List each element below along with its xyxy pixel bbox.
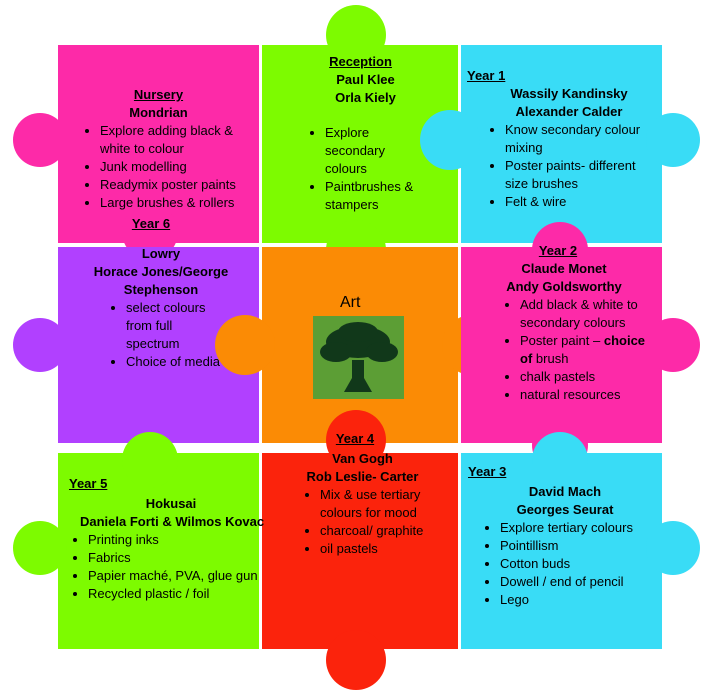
nursery-list: Explore adding black & white to colour J… xyxy=(66,122,256,212)
list-item: Explore secondary colours xyxy=(325,124,425,178)
piece-year2-tab xyxy=(646,318,700,372)
year5-panel: Year 5 Hokusai Daniela Forti & Wilmos Ko… xyxy=(66,475,265,603)
year6-artist: Horace Jones/George xyxy=(93,264,229,279)
year4-artist: Rob Leslie- Carter xyxy=(306,469,419,484)
list-item-text: brush xyxy=(535,351,569,366)
list-item: oil pastels xyxy=(320,540,430,558)
nursery-panel: Nursery Mondrian Explore adding black & … xyxy=(66,86,256,212)
year2-artist: Andy Goldsworthy xyxy=(506,279,622,294)
list-item: Poster paint – choice of brush xyxy=(520,332,650,368)
list-item: Readymix poster paints xyxy=(100,176,256,194)
year2-artist: Claude Monet xyxy=(521,261,607,276)
list-item: Poster paints- different size brushes xyxy=(505,157,661,193)
piece-year2-tab xyxy=(532,222,588,278)
list-item: select colours from full spectrum xyxy=(126,299,226,353)
list-item: Papier maché, PVA, glue gun xyxy=(88,567,262,585)
year2-list: Add black & white to secondary colours P… xyxy=(468,296,650,404)
list-item: Junk modelling xyxy=(100,158,256,176)
year6-artist: Lowry xyxy=(141,246,181,261)
list-item: Cotton buds xyxy=(500,555,662,573)
list-item: Choice of media xyxy=(126,353,226,371)
list-item: Paintbrushes & stampers xyxy=(325,178,425,214)
tree-image xyxy=(313,316,404,399)
piece-year4 xyxy=(262,453,458,649)
piece-year4-tab xyxy=(326,630,386,690)
piece-year1 xyxy=(461,45,662,243)
year1-panel: Year 1 Wassily Kandinsky Alexander Calde… xyxy=(467,67,661,211)
year5-artist: Hokusai xyxy=(145,496,197,511)
list-item-bold: choice of xyxy=(520,333,646,366)
year3-list: Explore tertiary colours Pointillism Cot… xyxy=(468,519,662,609)
piece-year5-tab xyxy=(122,432,178,488)
piece-year1-tab xyxy=(646,113,700,167)
year4-artist: Van Gogh xyxy=(332,451,393,466)
year1-artist: Alexander Calder xyxy=(515,104,623,119)
list-item: Fabrics xyxy=(88,549,262,567)
list-item: Large brushes & rollers xyxy=(100,194,256,212)
year6-panel: Year 6 Lowry Horace Jones/George Stephen… xyxy=(66,215,256,371)
list-item: charcoal/ graphite xyxy=(320,522,430,540)
list-item: Explore tertiary colours xyxy=(500,519,662,537)
list-item: Printing inks xyxy=(88,531,262,549)
piece-year3-tab xyxy=(646,521,700,575)
year2-panel: Year 2 Claude Monet Andy Goldsworthy Add… xyxy=(468,242,660,404)
reception-panel: Reception Paul Klee Orla Kiely Explore s… xyxy=(268,53,453,214)
list-item: Explore adding black & white to colour xyxy=(100,122,256,158)
list-item: Add black & white to secondary colours xyxy=(520,296,650,332)
piece-year6-tab xyxy=(13,318,67,372)
list-item: Dowell / end of pencil xyxy=(500,573,662,591)
piece-year5-tab xyxy=(13,521,67,575)
list-item: Pointillism xyxy=(500,537,662,555)
list-item: Felt & wire xyxy=(505,193,661,211)
year3-panel: Year 3 David Mach Georges Seurat Explore… xyxy=(468,463,662,609)
piece-year2 xyxy=(461,247,662,443)
center-title: Art xyxy=(340,294,361,311)
year4-heading: Year 4 xyxy=(335,431,375,446)
year3-artist: Georges Seurat xyxy=(516,502,614,517)
year5-artist: Daniela Forti & Wilmos Kovac xyxy=(80,514,265,529)
year4-panel: Year 4 Van Gogh Rob Leslie- Carter Mix &… xyxy=(270,430,455,558)
reception-artist: Orla Kiely xyxy=(335,90,396,105)
piece-year3-tab xyxy=(532,432,588,488)
reception-heading: Reception xyxy=(329,54,392,69)
year6-artist: Stephenson xyxy=(123,282,199,297)
year5-list: Printing inks Fabrics Papier maché, PVA,… xyxy=(66,531,262,603)
piece-center-tab xyxy=(215,315,275,375)
year6-list: select colours from full spectrum Choice… xyxy=(66,299,226,371)
year1-list: Know secondary colour mixing Poster pain… xyxy=(467,121,661,211)
year1-artist: Wassily Kandinsky xyxy=(510,86,628,101)
piece-reception-tab xyxy=(326,5,386,65)
year3-heading: Year 3 xyxy=(468,464,507,479)
list-item-text: Poster paint – xyxy=(520,333,601,348)
nursery-artist: Mondrian xyxy=(129,105,188,120)
list-item: Mix & use tertiary colours for mood xyxy=(320,486,430,522)
list-item: natural resources xyxy=(520,386,650,404)
year1-heading: Year 1 xyxy=(467,68,506,83)
piece-year1-tab xyxy=(420,110,480,170)
year2-heading: Year 2 xyxy=(538,243,578,258)
list-item: Recycled plastic / foil xyxy=(88,585,262,603)
reception-list: Explore secondary colours Paintbrushes &… xyxy=(268,124,425,214)
piece-year4-tab xyxy=(326,410,386,470)
year3-artist: David Mach xyxy=(528,484,602,499)
year5-heading: Year 5 xyxy=(69,476,108,491)
nursery-heading: Nursery xyxy=(133,87,184,102)
piece-nursery-tab xyxy=(122,204,178,260)
list-item: Lego xyxy=(500,591,662,609)
reception-artist: Paul Klee xyxy=(336,72,395,87)
list-item: Know secondary colour mixing xyxy=(505,121,661,157)
piece-nursery-tab xyxy=(13,113,67,167)
year6-heading: Year 6 xyxy=(131,216,171,231)
year4-list: Mix & use tertiary colours for mood char… xyxy=(270,486,430,558)
list-item: chalk pastels xyxy=(520,368,650,386)
